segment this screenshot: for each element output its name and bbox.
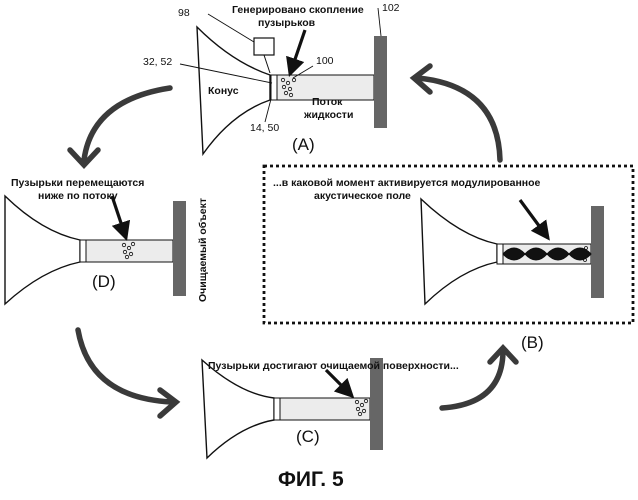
panel-c: Пузырьки достигают очищаемой поверхности… [202,358,459,458]
label-flow-line1: Поток [312,96,343,108]
panel-b: ...в каковой момент активируется модулир… [264,166,633,352]
tube-collar-b [497,244,503,264]
ref-32-52: 32, 52 [143,56,172,68]
panel-id-c: (C) [296,427,320,446]
panel-a: 98 102 100 32, 52 14, 50 Генерировано ск… [143,2,400,154]
plate-b [591,206,604,298]
label-cone: Конус [208,85,239,97]
leader-98 [208,14,254,42]
label-bubbles-generated-line1: Генерировано скопление [232,4,364,16]
label-bubbles-generated-line2: пузырьков [258,17,316,29]
figure-caption: ФИГ. 5 [278,468,344,491]
pointer-arrow-d [112,196,126,238]
pointer-arrow-c [326,370,352,396]
cone-b [421,199,497,304]
label-c: Пузырьки достигают очищаемой поверхности… [208,360,459,372]
cone-c [202,360,274,458]
leader-14-50 [265,99,271,122]
ref-14-50: 14, 50 [250,122,279,134]
label-flow-line2: жидкости [303,109,353,121]
pointer-arrow-a [290,30,305,74]
panel-id-a: (A) [292,135,315,154]
ref-102: 102 [382,2,400,14]
panel-d: Пузырьки перемещаются ниже по потоку Очи… [5,177,209,304]
leader-102 [378,8,381,36]
tube-collar-a [271,75,277,100]
plate-a [374,36,387,128]
transducer-lead [264,55,270,73]
tube-collar-c [274,398,280,420]
label-d-line1: Пузырьки перемещаются [11,177,144,189]
label-cleaned-object: Очищаемый объект [197,198,209,302]
cone-d [5,196,80,304]
label-d-line2: ниже по потоку [38,190,118,202]
ref-98: 98 [178,7,190,19]
transducer-box-98 [254,38,274,55]
label-b-line2: акустическое поле [314,190,411,202]
panel-id-d: (D) [92,272,116,291]
panel-id-b: (B) [521,333,544,352]
ref-100: 100 [316,55,334,67]
tube-collar-d [80,240,86,262]
plate-d [173,201,186,296]
pointer-arrow-b [520,200,548,238]
label-b-line1: ...в каковой момент активируется модулир… [273,177,541,189]
